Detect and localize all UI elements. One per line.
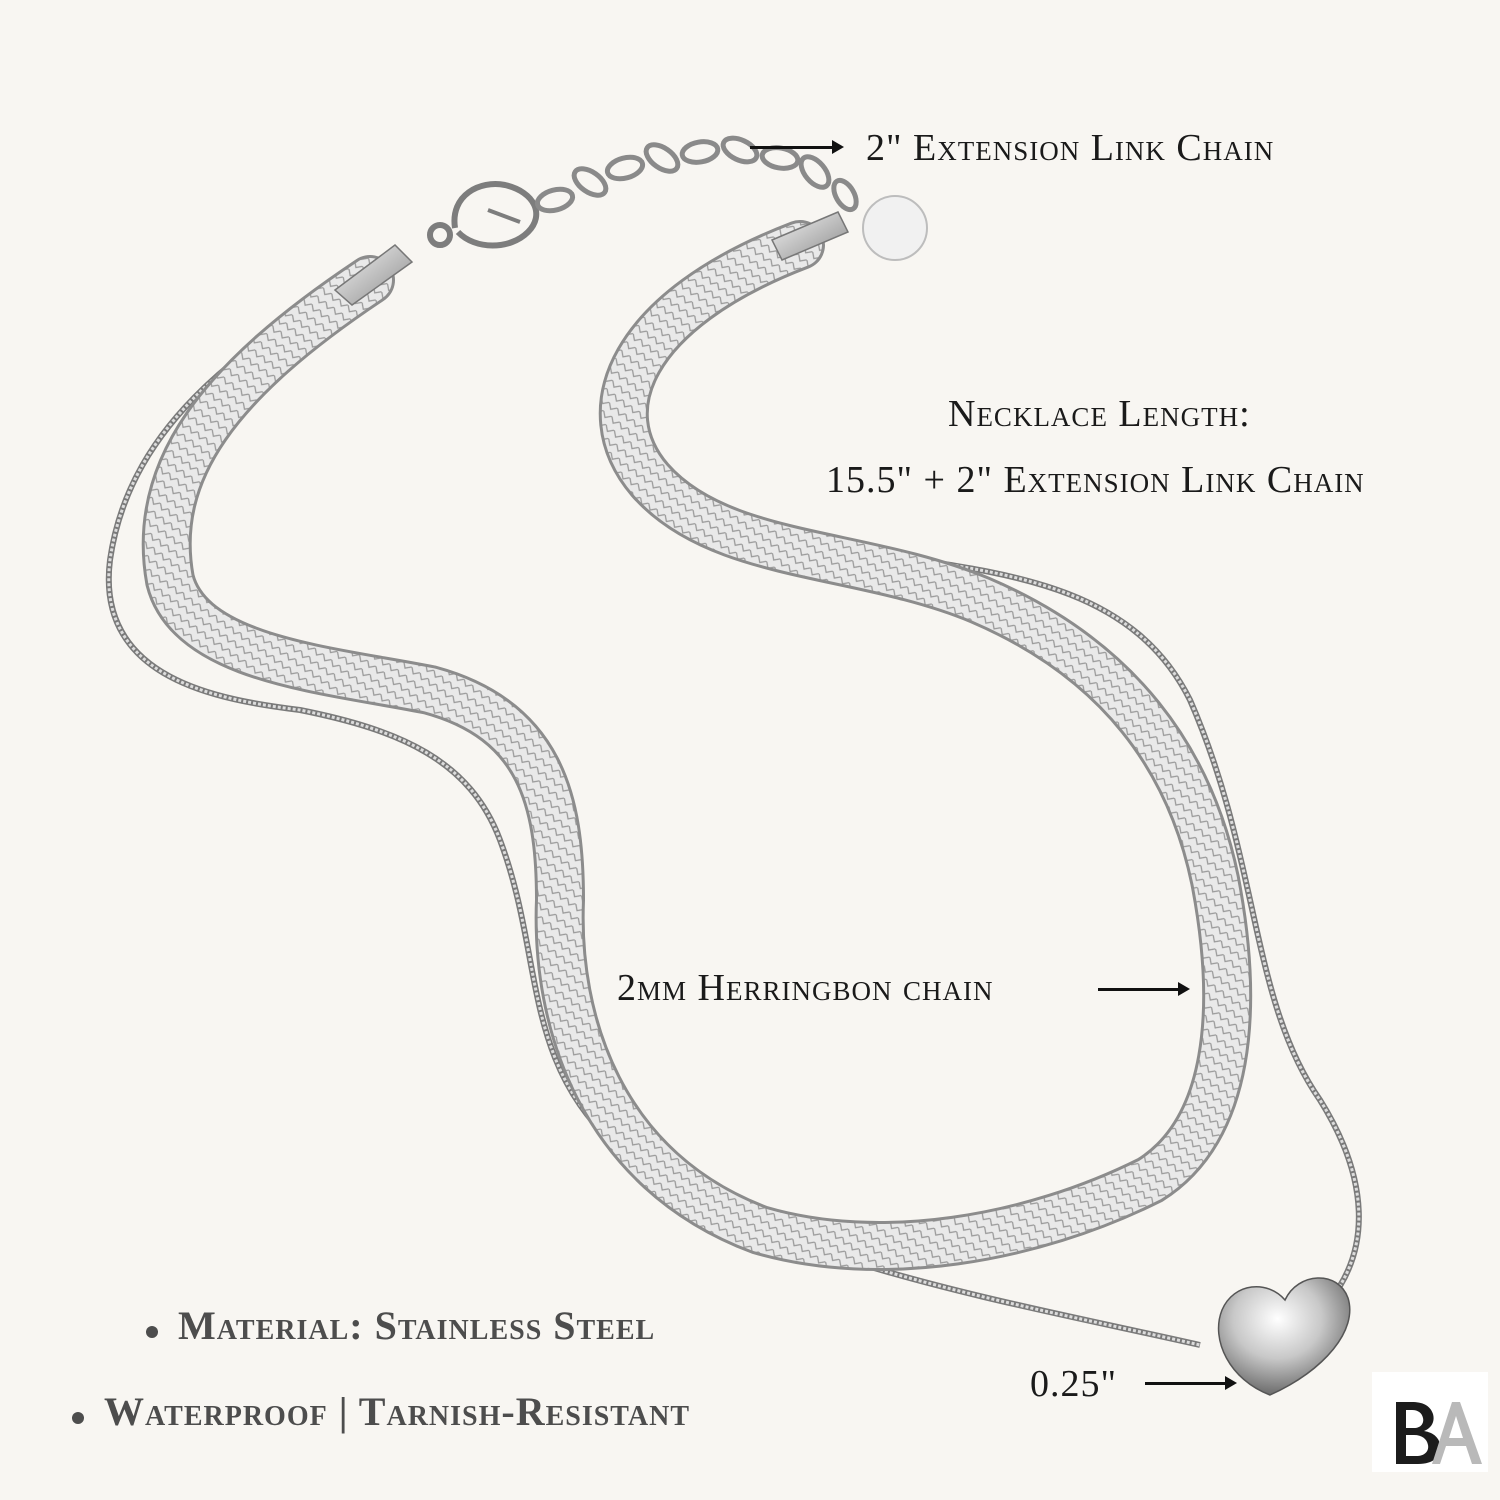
chain-type-arrow — [1098, 982, 1190, 996]
brand-logo — [1372, 1372, 1488, 1472]
charm-size-label: 0.25" — [1030, 1363, 1118, 1405]
herringbone-chain — [141, 220, 1253, 1271]
heart-pendant — [1217, 1277, 1351, 1396]
feature-text: Waterproof | Tarnish-Resistant — [104, 1389, 691, 1434]
logo-tag-charm — [862, 195, 928, 261]
bullet-icon — [146, 1326, 158, 1338]
necklace-length-title: Necklace Length: — [948, 393, 1251, 435]
lobster-clasp — [427, 181, 540, 249]
bullet-icon — [72, 1412, 84, 1424]
feature-item-material: Material: Stainless Steel — [146, 1302, 656, 1349]
end-caps — [333, 211, 850, 306]
extension-chain — [534, 135, 859, 214]
extension-chain-label: 2" Extension Link Chain — [866, 127, 1275, 169]
necklace-length-value: 15.5" + 2" Extension Link Chain — [826, 459, 1365, 501]
ba-monogram-logo — [1396, 1402, 1482, 1464]
feature-item-waterproof: Waterproof | Tarnish-Resistant — [72, 1388, 691, 1435]
charm-size-arrow — [1145, 1376, 1237, 1390]
chain-type-label: 2mm Herringbon chain — [617, 967, 994, 1009]
extension-chain-arrow — [750, 140, 844, 154]
feature-text: Material: Stainless Steel — [178, 1303, 656, 1348]
